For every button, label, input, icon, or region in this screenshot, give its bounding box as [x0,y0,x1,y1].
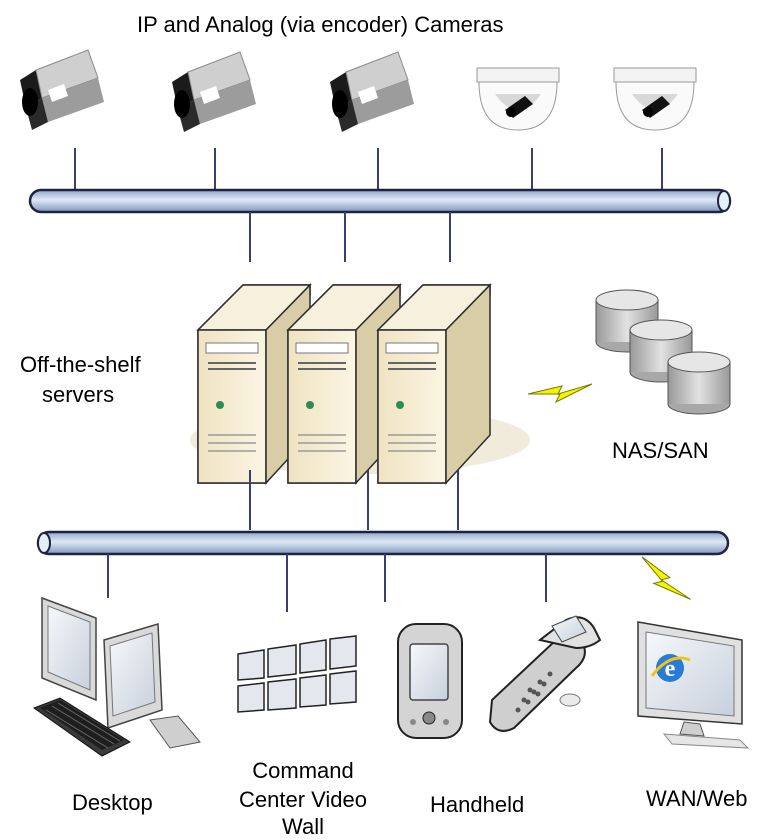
desktop-label: Desktop [72,790,153,815]
box-camera-icon [329,51,415,133]
flip-phone-icon [488,615,602,732]
server-tower-icon [377,284,491,484]
keyboard-icon [32,697,132,757]
storage-label: NAS/SAN [612,438,709,463]
server-uplinks [249,212,451,262]
top-network-bus [28,188,732,214]
box-camera-icon [19,49,105,131]
svg-text:e: e [665,656,676,682]
servers-label-line1: Off-the-shelf [20,352,141,377]
videowall-label-line1: Command [252,758,354,783]
camera-connectors [74,148,663,190]
cameras-label: IP and Analog (via encoder) Cameras [137,12,504,37]
lightning-icon [635,549,692,612]
video-wall-icon [237,635,357,713]
dome-camera-icon [476,67,560,131]
bottom-network-bus [36,530,730,556]
dome-camera-icon [613,67,697,131]
client-connectors [107,554,547,612]
pda-icon [397,623,463,739]
videowall-label-line2: Center Video [238,787,367,812]
servers-label-line2: servers [42,382,115,407]
box-camera-icon [171,51,257,133]
server-downlinks [249,470,459,530]
handheld-label: Handheld [430,792,525,817]
wanweb-label: WAN/Web [646,786,748,811]
browser-monitor-icon: e [637,621,750,749]
videowall-label-line3: Wall [282,814,324,839]
storage-disk-icon [667,351,731,415]
lightning-icon [527,383,593,403]
desktop-monitor-icon [41,596,201,749]
